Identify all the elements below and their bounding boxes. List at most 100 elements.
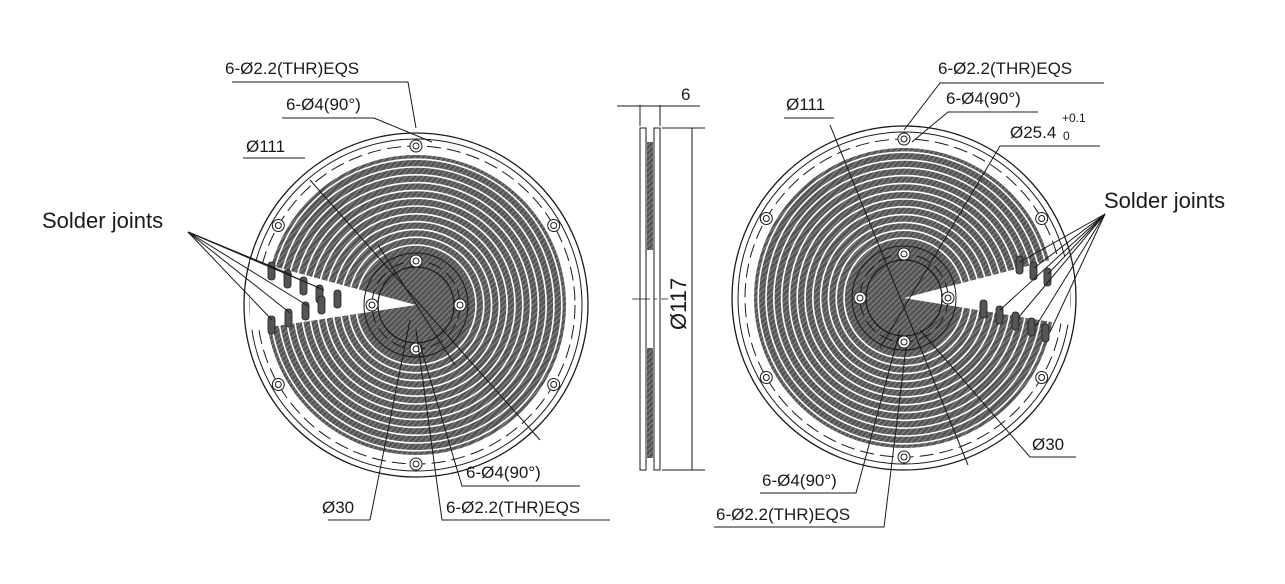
solder-joint [333,289,342,309]
outer-hole-thru [1038,215,1046,222]
outer-hole-thru [412,460,420,468]
left-cbore-bottom-leader [419,344,580,487]
right-inner-label: Ø30 [1032,435,1064,454]
hub-hole-cbore [897,247,911,261]
hub-hole-cbore [409,254,423,268]
solder-joint [1011,311,1020,331]
right-bore-label: Ø25.4 [1010,123,1056,142]
hub-hole-cbore [409,342,423,356]
right-solder-leader-1 [1019,213,1106,263]
left-thr-top-leader [232,81,417,129]
right-bore-tol-upper: +0.1 [1062,111,1086,125]
left-cbore-bottom-label: 6-Ø4(90°) [466,463,541,482]
right-slot-gap [904,255,1070,325]
solder-joint [979,299,988,319]
right-solder-leader-6 [1035,213,1106,327]
hub-hole-cbore [365,298,379,312]
left-cbore-top-label: 6-Ø4(90°) [286,95,361,114]
left-thr-bottom-leader [415,329,610,521]
right-solder-leader-4 [999,213,1106,311]
outer-hole-cbore [1035,212,1049,225]
solder-joint [995,305,1004,325]
left-inner-label: Ø30 [322,498,354,517]
right-outer-label: Ø111 [786,95,825,114]
right-cbore-top-leader [911,111,1038,143]
left-solder-label: Solder joints [42,208,163,233]
hub-hole-cbore [453,298,467,312]
right-bore-leader [879,145,1100,349]
right-leader-outer [829,124,969,466]
left-solder-leader-6 [187,231,291,314]
right-bore-tol-lower: 0 [1063,129,1070,143]
outer-hole-cbore [1035,371,1049,384]
outer-hole-thru [412,142,420,150]
left-thr-top-label: 6-Ø2.2(THR)EQS [225,59,359,78]
hub-hole-cbore [941,291,955,305]
outer-hole-cbore [271,219,285,232]
right-thr-top-label: 6-Ø2.2(THR)EQS [938,59,1072,78]
outer-hole-thru [550,381,558,388]
left-inner-leader [369,319,411,521]
hub-hole-thru [944,294,952,302]
outer-hole-thru [762,215,770,222]
solder-joint [317,295,326,315]
left-hub-outer [363,252,469,358]
right-solder-leader-3 [1047,213,1106,275]
hub-hole-cbore [897,335,911,349]
solder-joint [267,261,276,281]
solder-joint [284,308,293,328]
left-leader-outer [309,179,541,441]
hub-hole-thru [856,294,864,302]
outer-hole-cbore [547,378,561,391]
right-spiral-turns [757,151,1051,445]
outer-hole-thru [274,222,282,229]
solder-joint [1015,255,1024,275]
hub-hole-thru [456,301,464,309]
right-solder-leader-7 [1049,213,1106,333]
left-solder-leader-5 [187,231,273,321]
outer-hole-thru [762,374,770,381]
left-front-view: 6-Ø2.2(THR)EQS 6-Ø4(90°) Ø111 Solder joi… [42,59,610,521]
outer-hole-thru [900,453,908,461]
hub-hole-cbore [853,291,867,305]
right-solder-label: Solder joints [1104,188,1225,213]
left-solder-leader-4 [187,231,325,291]
right-thr-bottom-leader [714,347,907,528]
left-thr-bottom-label: 6-Ø2.2(THR)EQS [446,498,580,517]
hub-hole-thru [900,250,908,258]
left-leader-inner [377,244,456,366]
solder-joint [1027,317,1036,337]
solder-joint [301,301,310,321]
right-back-view: 6-Ø2.2(THR)EQS 6-Ø4(90°) Ø111 Ø25.4 +0.1… [714,59,1225,528]
left-solder-leader-7 [187,231,309,307]
left-cbore-top-leader [282,117,433,143]
right-outer-edge [731,125,1077,471]
side-coil-lower [647,348,653,458]
outer-hole-thru [550,222,558,229]
side-thickness-label: 6 [681,85,690,104]
right-cbore-bottom-label: 6-Ø4(90°) [762,471,837,490]
outer-hole-cbore [759,371,773,384]
right-thr-bottom-label: 6-Ø2.2(THR)EQS [716,505,850,524]
outer-hole-cbore [547,219,561,232]
outer-hole-thru [1038,374,1046,381]
right-mounting-holes [759,132,1049,464]
left-outer-edge [243,132,589,478]
outer-hole-cbore [897,132,911,146]
right-solder-leader-2 [1033,213,1106,269]
outer-hole-cbore [271,378,285,391]
outer-hole-cbore [897,450,911,464]
right-inner-leader [919,329,1076,458]
right-hub-outer [851,245,957,351]
side-diameter-label: Ø117 [666,278,691,330]
right-cbore-bottom-leader [760,329,901,494]
side-coil-upper [647,142,653,250]
right-thr-top-leader [903,82,1104,131]
solder-joint [1041,323,1050,343]
left-outer-label: Ø111 [246,137,285,156]
hub-hole-thru [900,338,908,346]
outer-hole-cbore [759,212,773,225]
solder-joint [267,315,276,335]
